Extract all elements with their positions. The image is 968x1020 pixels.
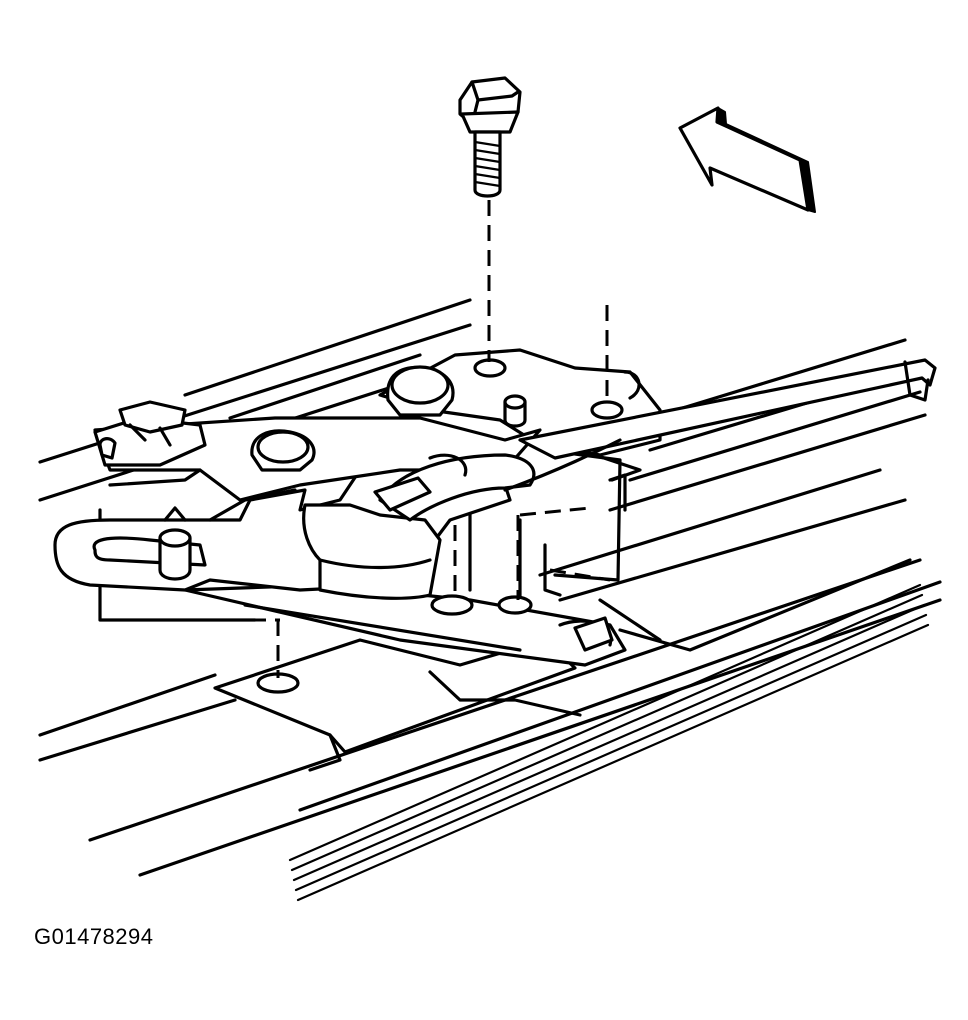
pivot-bosses [250,365,527,472]
latch-base-plate [183,583,627,667]
bolt [458,76,522,198]
latch-post [158,506,192,581]
front-rail [288,558,930,902]
front-direction-arrow [678,106,816,213]
spring-arm [373,438,622,522]
ajar-switch-connector [93,400,207,467]
release-rod [518,358,937,460]
mounting-holes [256,594,533,694]
install-guide-lines [100,200,611,678]
support-channel [213,638,582,772]
latch-catch-body [302,503,442,600]
figure-id-label: G01478294 [34,924,154,949]
